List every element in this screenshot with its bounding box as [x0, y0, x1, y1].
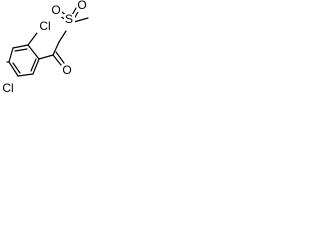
bond-ring-to-carbonyl: [38, 54, 54, 60]
label-bg-o-sulfonyl-left: [51, 5, 62, 17]
label-bg-o-sulfonyl-right: [77, 0, 88, 12]
label-bg-o-carbonyl: [62, 64, 73, 77]
atom-label-o-carbonyl: O: [62, 63, 71, 77]
ring-double-inner-1: [14, 48, 28, 52]
ring-double-inner-2: [12, 62, 21, 74]
ring-bond-c2-c3: [12, 44, 29, 49]
ring-bond-c1-c2: [27, 44, 40, 60]
bond-ch2-to-s: [58, 30, 67, 43]
atom-label-o-sulfonyl-left: O: [51, 3, 60, 17]
chemical-structure: Cl Cl O S O O: [0, 0, 89, 96]
ring-bond-c3-c4: [8, 47, 14, 63]
bond-carbonyl-to-ch2: [52, 41, 60, 56]
bond-carbonyl-double-b: [55, 51, 65, 64]
bond-carbonyl-double-a: [52, 54, 62, 66]
atom-label-s-sulfonyl: S: [65, 12, 73, 26]
label-bg-s-sulfonyl: [64, 14, 75, 27]
ring-bond-c4-c5: [8, 61, 19, 77]
ring-bond-c5-c6: [17, 73, 34, 77]
atom-label-cl-para: Cl: [2, 81, 13, 95]
atom-label-cl-ortho: Cl: [39, 19, 50, 33]
atom-label-o-sulfonyl-right: O: [77, 0, 86, 12]
ring-double-inner-3: [30, 58, 37, 72]
label-bg-cl-ortho: [37, 20, 52, 33]
bond-ring-to-cl-ortho: [27, 32, 38, 46]
label-bg-cl-para: [0, 82, 16, 96]
bond-s-to-methyl: [73, 17, 89, 23]
ring-bond-c6-c1: [32, 58, 40, 75]
bond-layer: [6, 7, 89, 77]
atom-label-layer: Cl Cl O S O O: [0, 0, 88, 96]
